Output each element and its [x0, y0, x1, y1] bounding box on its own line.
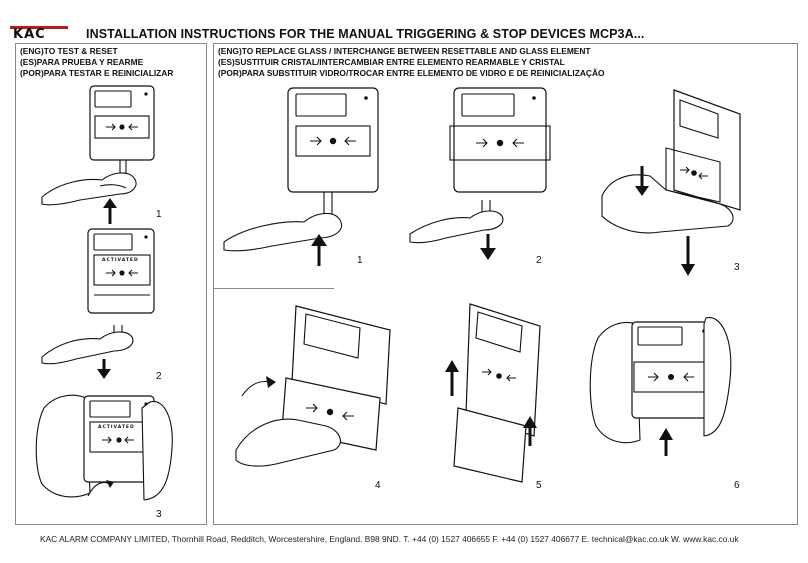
right-heading-es: (ES)SUSTITUIR CRISTAL/INTERCAMBIAR ENTRE…	[218, 57, 565, 67]
replace-step-5-number: 5	[536, 480, 542, 491]
left-heading-es: (ES)PARA PRUEBA Y REARME	[20, 57, 144, 67]
left-heading: (ENG)TO TEST & RESET (ES)PARA PRUEBA Y R…	[20, 46, 173, 79]
illustration-replace-step-6	[589, 317, 732, 456]
illustration-replace-step-4	[235, 305, 391, 467]
activated-label: ACTIVATED	[102, 257, 139, 263]
test-step-2-number: 2	[156, 371, 162, 382]
illustration-replace-step-3	[601, 89, 741, 276]
illustration-replace-step-1	[223, 87, 379, 266]
right-heading-por: (POR)PARA SUBSTITUIR VIDRO/TROCAR ENTRE …	[218, 68, 605, 78]
illustration-test-step-2: ACTIVATED	[41, 228, 155, 379]
right-heading: (ENG)TO REPLACE GLASS / INTERCHANGE BETW…	[218, 46, 605, 79]
replace-glass-panel	[213, 43, 798, 525]
replace-step-6-number: 6	[734, 480, 740, 491]
test-step-3-number: 3	[156, 509, 162, 520]
test-step-1-number: 1	[156, 209, 162, 220]
left-heading-por: (POR)PARA TESTAR E REINICIALIZAR	[20, 68, 174, 78]
logo-red-bar	[10, 26, 68, 29]
left-heading-eng: (ENG)TO TEST & RESET	[20, 46, 118, 56]
test-reset-panel	[15, 43, 207, 525]
footer-contact: KAC ALARM COMPANY LIMITED, Thornhill Roa…	[40, 534, 739, 544]
row-divider	[214, 288, 334, 289]
replace-step-1-number: 1	[357, 255, 363, 266]
illustration-test-step-3: ACTIVATED	[35, 394, 173, 501]
replace-step-3-number: 3	[734, 262, 740, 273]
right-heading-eng: (ENG)TO REPLACE GLASS / INTERCHANGE BETW…	[218, 46, 591, 56]
logo-text: KAC	[13, 27, 46, 42]
replace-step-2-number: 2	[536, 255, 542, 266]
document-title: INSTALLATION INSTRUCTIONS FOR THE MANUAL…	[86, 27, 645, 41]
illustration-replace-step-2	[409, 87, 551, 260]
kac-logo: KAC	[10, 26, 68, 42]
illustration-replace-step-5	[445, 303, 541, 483]
replace-step-4-number: 4	[375, 480, 381, 491]
svg-text:ACTIVATED: ACTIVATED	[98, 424, 135, 430]
illustration-test-step-1	[41, 85, 155, 224]
